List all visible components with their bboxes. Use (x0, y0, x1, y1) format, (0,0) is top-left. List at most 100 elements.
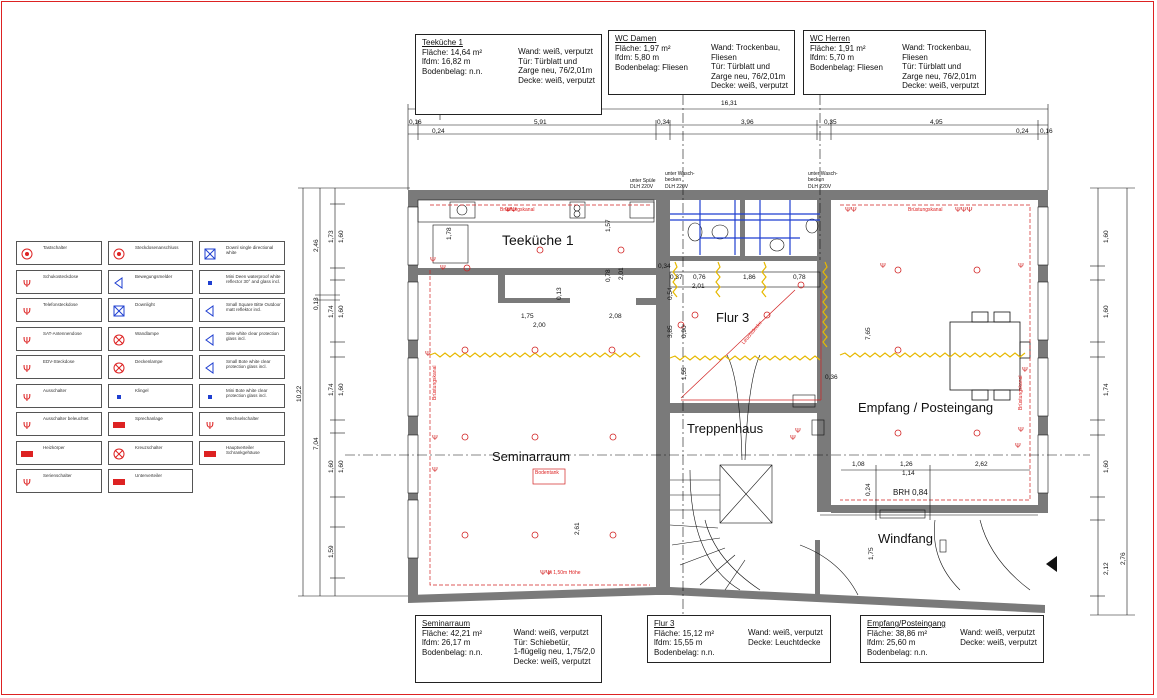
deckenlampe-icon (112, 361, 126, 375)
infobox-floor: Bodenbelag: Fliesen (810, 62, 883, 72)
infobox-ceiling: Decke: weiß, verputzt (513, 656, 591, 666)
note-text: DLH 220V (665, 184, 689, 190)
bodentank-label: Bodentank (535, 470, 559, 476)
svg-text:Ψ: Ψ (23, 336, 31, 347)
sat-icon: Ψ (20, 333, 34, 347)
infobox-door-size: Zarge neu, 76/2,01m (902, 71, 977, 81)
telefon-icon: Ψ (20, 304, 34, 318)
downlight-square-icon (203, 247, 217, 261)
ausschalter-beleuchtet-icon: Ψ (20, 418, 34, 432)
legend-item: Small Square Bitte Outdoor matt reflekto… (199, 298, 285, 322)
dim-v-text: 0,13 (556, 287, 563, 300)
room-label-treppenhaus: Treppenhaus (687, 421, 764, 436)
dim-text: 0,34 (657, 119, 670, 126)
legend-label: Kreuzschalter (135, 444, 163, 450)
dim-text: 4,95 (930, 119, 943, 126)
svg-text:Ψ: Ψ (432, 467, 438, 474)
dim-text: 0,37 (670, 274, 683, 281)
infobox-wall: Wand: Trockenbau, (902, 43, 972, 52)
dim-v-text: 1,60 (338, 305, 345, 318)
svg-text:Ψ: Ψ (880, 263, 886, 270)
infobox-floor: Bodenbelag: n.n. (867, 647, 928, 657)
dim-v-text: 1,55 (681, 367, 688, 380)
infobox-floor: Bodenbelag: n.n. (422, 66, 483, 76)
svg-text:Ψ: Ψ (1018, 427, 1024, 434)
dim-text: 0,78 (793, 274, 806, 281)
legend-label: Deckenlampe (135, 359, 163, 364)
brh-label: BRH 0,84 (893, 488, 928, 497)
legend-label: Steckdosenanschluss (135, 245, 179, 250)
edv-icon: Ψ (20, 361, 34, 375)
infobox-teekueche: Teeküche 1 Fläche: 14,64 m² lfdm: 16,82 … (415, 34, 602, 115)
infobox-area: Fläche: 42,21 m² (422, 628, 483, 638)
note-text: Brüstungskanal (500, 207, 535, 213)
legend-label: Mini Bote white clear protection glass i… (226, 387, 268, 398)
dim-text: 0,16 (1040, 128, 1053, 135)
legend-label: Sprechanlage (135, 416, 163, 421)
dim-text: 5,91 (534, 119, 547, 126)
infobox-area: Fläche: 38,86 m² (867, 628, 928, 638)
infobox-ceiling: Decke: Leuchtdecke (748, 637, 821, 647)
legend-item: Heizkörper (16, 440, 102, 465)
dim-v-text: 1,60 (1103, 460, 1110, 473)
kreuzschalter-icon (112, 447, 126, 461)
svg-text:Ψ: Ψ (23, 421, 31, 432)
infobox-title: WC Damen (615, 34, 657, 43)
legend-item: Deckenlampe (108, 355, 193, 379)
infobox-lfdm: lfdm: 25,60 m (867, 638, 916, 647)
legend-item: Steckdosenanschluss (108, 241, 193, 265)
dim-v-text: 2,76 (1120, 552, 1127, 565)
sele-icon (203, 333, 217, 347)
mini-deen-icon (203, 276, 217, 290)
infobox-door-size: Zarge neu, 76/2,01m (711, 71, 786, 81)
note-text: becken (665, 177, 682, 183)
infobox-door: Tür: Türblatt und (711, 62, 770, 71)
dim-v-text: 0,54 (667, 287, 674, 300)
left-dimensions (298, 187, 410, 597)
infobox-area: Fläche: 15,12 m² (654, 628, 715, 638)
small-square-icon (203, 304, 217, 318)
dim-v-text: 2,46 (313, 239, 320, 252)
svg-text:Ψ: Ψ (1018, 263, 1024, 270)
infobox-title: Seminarraum (422, 619, 471, 628)
note-text: Brüstungskanal (908, 207, 943, 213)
svg-text:ΨΨ: ΨΨ (540, 570, 552, 577)
dim-v-text: 2,12 (1103, 562, 1110, 575)
room-label-seminarraum: Seminarraum (492, 449, 571, 464)
infobox-wall: Wand: weiß, verputzt (960, 628, 1035, 637)
infobox-title: Teeküche 1 (422, 38, 463, 47)
svg-text:Ψ: Ψ (430, 257, 436, 264)
legend-item: Kreuzschalter (108, 440, 193, 465)
legend-label: Mini Deen waterproof white reflector 30°… (226, 273, 281, 284)
svg-text:Ψ: Ψ (795, 428, 801, 435)
legend-label: Hauptverteiler Schrankgehäuse (226, 444, 260, 455)
note-text: in 1,50m Höhe (548, 570, 581, 576)
infobox-lfdm: lfdm: 5,80 m (615, 53, 660, 62)
infobox-empfang: Empfang/Posteingang Fläche: 38,86 m² lfd… (860, 615, 1044, 663)
dim-v-text: 1,74 (328, 305, 335, 318)
infobox-door: Tür: Türblatt und (518, 56, 578, 66)
plumbing-lines (670, 200, 820, 255)
ausschalter-icon: Ψ (20, 390, 34, 404)
svg-text:ΨΨ: ΨΨ (845, 207, 857, 214)
svg-text:Ψ: Ψ (23, 364, 31, 375)
infobox-wall: Wand: weiß, verputzt (518, 47, 593, 56)
table (949, 311, 1031, 401)
wc-fixtures (687, 218, 819, 252)
legend-label: Klingel (135, 387, 149, 393)
dim-text: 0,16 (409, 119, 422, 126)
legend-item: Small Bote white clear protection glass … (199, 355, 285, 379)
electrical-lines (429, 204, 1031, 586)
dim-v-text: 0,78 (605, 269, 612, 282)
small-bote-icon (203, 361, 217, 375)
infobox-lfdm: lfdm: 5,70 m (810, 53, 855, 62)
infobox-lfdm: lfdm: 16,82 m (422, 57, 471, 66)
dim-text: 1,08 (852, 461, 865, 468)
dim-v-text: 2,01 (618, 267, 625, 280)
dim-v-text: 1,60 (1103, 230, 1110, 243)
socket-icons: Ψ Ψ Ψ Ψ Ψ ΨΨ ΨΨ ΨΨΨ Ψ Ψ Ψ Ψ Ψ Ψ Ψ ΨΨ (425, 207, 1028, 577)
legend-item: Klingel (108, 383, 193, 408)
legend-label: SAT-Antennendose (43, 330, 82, 336)
